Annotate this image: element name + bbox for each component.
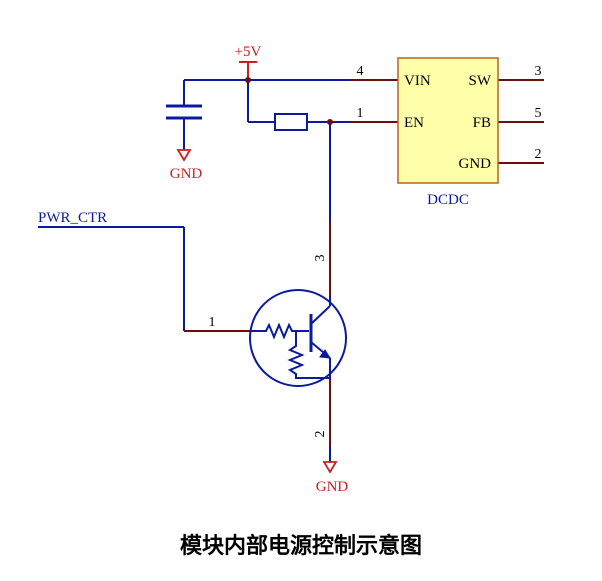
chip-name: DCDC: [427, 192, 469, 208]
base-resistor: [250, 322, 309, 340]
transistor-collector: [310, 305, 331, 325]
chip-pin-en-number: 1: [357, 106, 364, 121]
wires: [38, 62, 544, 462]
resistor: [274, 113, 308, 131]
chip-pin-vin-name: VIN: [404, 73, 431, 89]
chip-pin-gnd-number: 2: [535, 147, 542, 162]
emitter-arrow-icon: [319, 349, 331, 359]
chip-pin-vin-number: 4: [357, 64, 364, 79]
power-label: +5V: [235, 44, 262, 60]
figure-caption: 模块内部电源控制示意图: [179, 534, 422, 559]
chip-pin-sw-name: SW: [469, 73, 492, 89]
transistor-body: [249, 289, 347, 387]
junction-vin: [245, 77, 251, 83]
transistor-pin-base-number: 1: [209, 315, 216, 330]
net-label: PWR_CTR: [38, 210, 107, 226]
schematic: +5V GND VIN EN SW FB GND DCDC 4 1 3 5 2 …: [38, 44, 544, 495]
transistor: [249, 289, 347, 387]
dcdc-chip-body: [397, 57, 499, 184]
transistor-pin-collector-number: 3: [313, 255, 328, 262]
junction-en: [327, 119, 333, 125]
ground-label-top: GND: [170, 166, 203, 182]
ground-label-bottom: GND: [316, 479, 349, 495]
chip-pin-en-name: EN: [404, 115, 424, 131]
be-resistor: [287, 331, 330, 379]
capacitor: [166, 104, 202, 120]
chip-pin-fb-number: 5: [535, 106, 542, 121]
chip-pin-sw-number: 3: [535, 64, 542, 79]
ground-icon-top: [176, 149, 192, 162]
chip-pin-fb-name: FB: [473, 115, 491, 131]
transistor-pin-emitter-number: 2: [313, 431, 328, 438]
chip-pin-gnd-name: GND: [459, 156, 492, 172]
ground-icon-bottom: [322, 461, 338, 474]
